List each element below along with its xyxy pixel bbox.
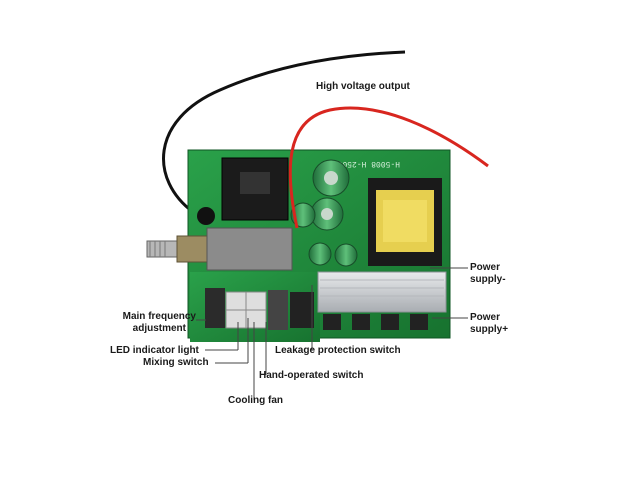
red-output-wire [288, 106, 489, 229]
black-output-wire [162, 50, 406, 214]
board-silkscreen-text: H-5008 H-2508 [337, 159, 400, 168]
label-main-frequency-line1: Main frequency [122, 311, 196, 322]
black-connector [221, 157, 289, 221]
capacitor-group [290, 159, 358, 267]
label-leakage-protection-switch: Leakage protection switch [275, 345, 401, 356]
label-power-supply-plus-line2: supply+ [470, 324, 509, 335]
label-cooling-fan: Cooling fan [228, 395, 283, 406]
frequency-knob [146, 235, 208, 263]
label-power-supply-plus-line1: Power [470, 312, 501, 323]
label-high-voltage-output: High voltage output [316, 81, 410, 92]
heatsink [317, 271, 447, 313]
callout-lines [196, 267, 468, 400]
small-black-component [197, 207, 215, 225]
transformer [368, 178, 442, 266]
label-power-supply-minus-line2: supply- [470, 274, 506, 285]
label-main-frequency-line2: adjustment [132, 323, 186, 334]
label-hand-operated-switch: Hand-operated switch [259, 370, 364, 381]
grey-module [206, 227, 293, 271]
label-power-supply-minus-line1: Power [470, 262, 501, 273]
label-led-indicator-light: LED indicator light [110, 345, 199, 356]
label-mixing-switch: Mixing switch [143, 357, 209, 368]
power-transistors [323, 314, 428, 330]
switch-headers [205, 288, 314, 330]
